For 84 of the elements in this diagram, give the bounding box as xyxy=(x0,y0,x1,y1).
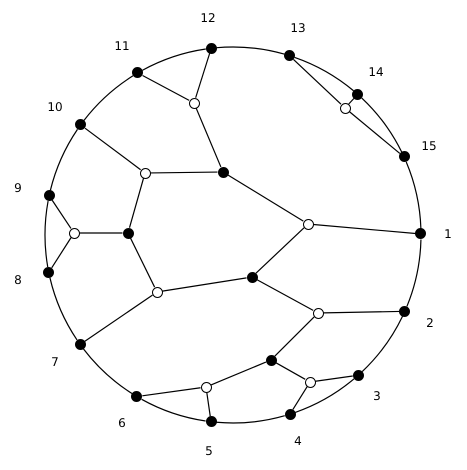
edge-line xyxy=(196,108,222,168)
filled-vertex xyxy=(266,354,276,366)
edge-line xyxy=(130,238,156,288)
edge-line xyxy=(256,227,304,274)
edge-line xyxy=(227,174,304,222)
edge-line xyxy=(206,392,211,416)
edge-line xyxy=(84,294,153,342)
vertex-label: 1 xyxy=(444,227,452,241)
edge-line xyxy=(52,200,72,229)
vertex-label: 2 xyxy=(426,316,434,330)
filled-vertex xyxy=(352,370,364,381)
edge-line xyxy=(49,278,78,340)
vertex-label: 12 xyxy=(200,11,216,25)
hollow-vertex xyxy=(188,98,200,108)
vertex-label: 8 xyxy=(14,273,22,287)
filled-vertex xyxy=(74,338,86,350)
hollow-vertex xyxy=(68,228,80,238)
edge-line xyxy=(274,316,315,357)
edge-line xyxy=(315,375,353,382)
edge-line xyxy=(44,200,49,268)
edge-line xyxy=(361,98,402,152)
filled-vertex xyxy=(399,306,410,317)
edge-line xyxy=(142,75,190,101)
edge-line xyxy=(162,277,247,292)
edge-line xyxy=(141,398,206,422)
edge-line xyxy=(256,279,314,311)
edge-line xyxy=(195,53,210,98)
hollow-vertex xyxy=(312,308,324,318)
hollow-vertex xyxy=(304,376,316,388)
filled-vertex xyxy=(206,42,217,54)
filled-vertex xyxy=(44,190,55,202)
edge-line xyxy=(323,310,400,314)
edge-line xyxy=(362,316,404,372)
vertex-label: 4 xyxy=(294,434,302,448)
edge-line xyxy=(292,386,308,410)
edge-line xyxy=(216,46,284,55)
vertex-label: 15 xyxy=(421,139,437,153)
edge-line xyxy=(313,224,416,234)
filled-vertex xyxy=(43,266,54,278)
filled-vertex xyxy=(75,119,86,130)
edge-line xyxy=(406,162,422,229)
hollow-vertex xyxy=(340,102,350,114)
vertex-label: 7 xyxy=(51,355,59,369)
filled-vertex xyxy=(218,166,228,178)
edge-line xyxy=(50,129,78,190)
edge-line xyxy=(293,59,342,105)
filled-vertex xyxy=(246,272,258,282)
filled-vertex xyxy=(352,88,364,100)
vertex-label: 9 xyxy=(14,181,22,195)
hollow-vertex xyxy=(152,286,162,298)
edge-line xyxy=(142,48,206,71)
filled-vertex xyxy=(206,416,217,428)
vertex-label: 11 xyxy=(114,39,130,53)
filled-vertex xyxy=(415,228,426,240)
vertex-label: 3 xyxy=(373,389,381,403)
hollow-vertex xyxy=(302,218,314,230)
filled-vertex xyxy=(122,228,134,238)
edge-line xyxy=(80,232,122,234)
edge-line xyxy=(83,75,134,121)
edge-line xyxy=(210,362,266,386)
vertex-label: 14 xyxy=(368,65,384,79)
filled-vertex xyxy=(284,50,295,62)
edge-line xyxy=(142,387,201,396)
hollow-vertex xyxy=(140,168,150,178)
edge-line xyxy=(348,111,400,154)
edge-line xyxy=(406,239,422,306)
edge-line xyxy=(51,237,72,268)
hollow-vertex xyxy=(200,382,212,392)
edge-line xyxy=(82,348,133,394)
vertex-label: 5 xyxy=(205,444,213,458)
vertex-label: 6 xyxy=(118,416,126,430)
filled-vertex xyxy=(131,391,142,402)
filled-vertex xyxy=(398,151,410,162)
edge-line xyxy=(276,362,306,380)
edge-line xyxy=(150,171,218,174)
filled-vertex xyxy=(284,408,296,420)
edge-line xyxy=(216,415,285,424)
vertex-label: 10 xyxy=(47,100,63,114)
filled-vertex xyxy=(132,67,144,78)
edge-line xyxy=(295,378,354,413)
edge-line xyxy=(84,128,141,170)
edge-line xyxy=(128,178,144,228)
edge-line xyxy=(294,56,354,92)
vertex-label: 13 xyxy=(290,21,306,35)
